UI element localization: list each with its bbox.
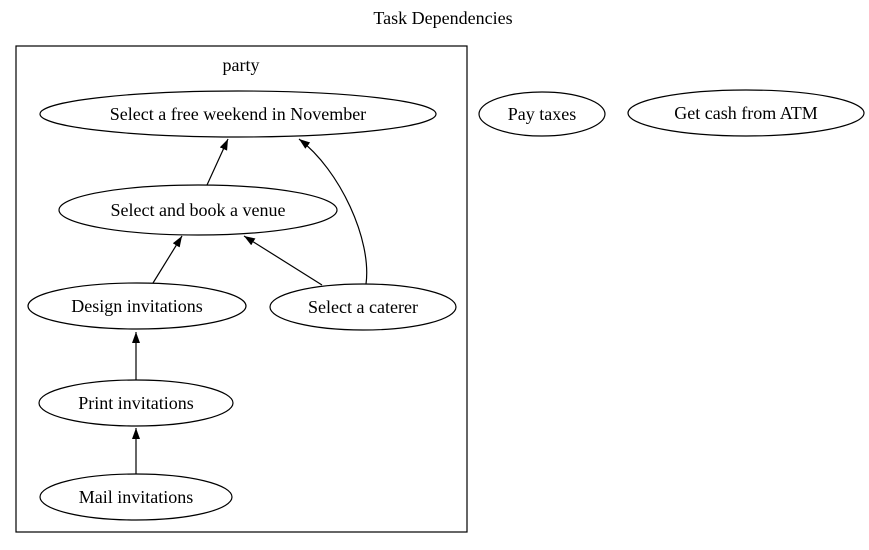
node-venue-ellipse xyxy=(58,184,338,236)
node-get-cash-atm-ellipse xyxy=(627,89,865,137)
cluster-party-box xyxy=(15,45,468,533)
edge-design-to-venue xyxy=(152,235,183,284)
node-weekend-ellipse xyxy=(39,90,437,138)
node-get-cash-atm: Get cash from ATM xyxy=(627,89,865,137)
graph-title: Task Dependencies xyxy=(373,8,512,28)
edge-caterer-to-weekend xyxy=(298,138,368,285)
edge-venue-to-weekend xyxy=(206,138,229,186)
cluster-layer: party xyxy=(15,45,468,533)
node-caterer-ellipse xyxy=(269,283,457,331)
node-get-cash-atm-label: Get cash from ATM xyxy=(674,103,817,123)
node-weekend: Select a free weekend in November xyxy=(39,90,437,138)
cluster-party-label: party xyxy=(223,55,260,75)
node-print: Print invitations xyxy=(38,379,234,427)
node-design-label: Design invitations xyxy=(71,296,203,316)
node-print-label: Print invitations xyxy=(78,393,194,413)
node-pay-taxes: Pay taxes xyxy=(478,91,606,137)
node-mail-label: Mail invitations xyxy=(79,487,194,507)
node-weekend-label: Select a free weekend in November xyxy=(110,104,366,124)
node-pay-taxes-ellipse xyxy=(478,91,606,137)
node-pay-taxes-label: Pay taxes xyxy=(508,104,576,124)
node-caterer: Select a caterer xyxy=(269,283,457,331)
node-caterer-label: Select a caterer xyxy=(308,297,418,317)
node-mail-ellipse xyxy=(39,473,233,521)
node-print-ellipse xyxy=(38,379,234,427)
edge-caterer-to-venue xyxy=(243,235,323,286)
node-design: Design invitations xyxy=(27,282,247,330)
edges-layer xyxy=(132,138,368,474)
node-mail: Mail invitations xyxy=(39,473,233,521)
node-venue: Select and book a venue xyxy=(58,184,338,236)
nodes-layer: Select a free weekend in NovemberSelect … xyxy=(27,89,865,521)
node-venue-label: Select and book a venue xyxy=(111,200,286,220)
node-design-ellipse xyxy=(27,282,247,330)
